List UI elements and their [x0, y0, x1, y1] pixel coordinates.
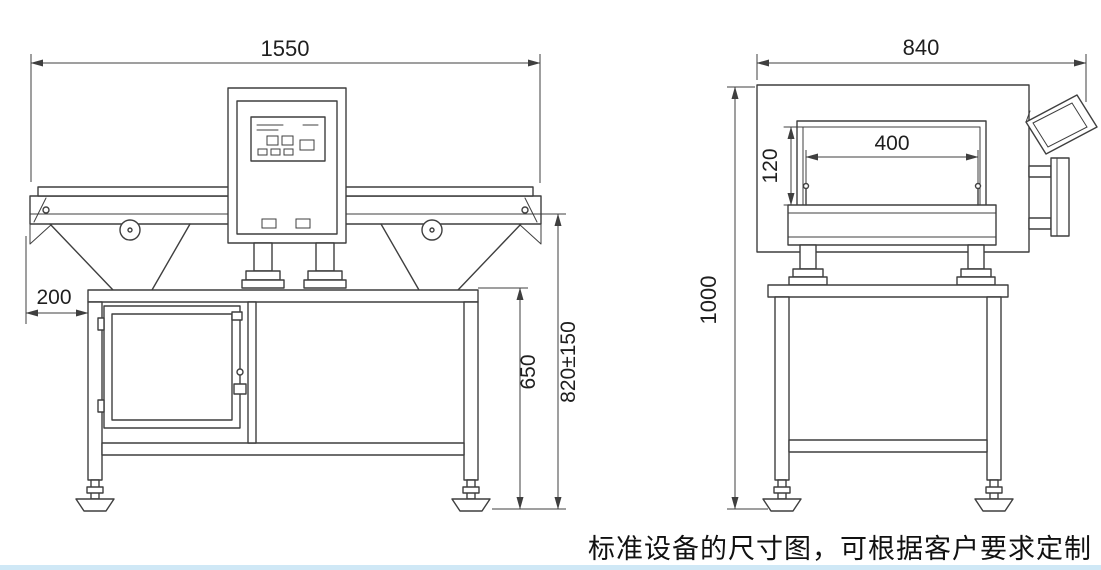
foot-pad: [75, 498, 115, 512]
front-belt-height-label: 820±150: [557, 321, 580, 403]
front-overall-width-dimension: 1550: [30, 36, 541, 183]
front-frame-height-dimension: 650: [478, 287, 566, 510]
caption-text: 标准设备的尺寸图，可根据客户要求定制: [588, 534, 1092, 564]
side-overall-height-label: 1000: [696, 276, 721, 325]
side-overall-height-dimension: 1000: [696, 86, 768, 510]
side-overall-width-dimension: 840: [756, 35, 1087, 102]
frame-side: [762, 284, 1014, 512]
front-frame-height-label: 650: [517, 354, 540, 389]
guide-pin-icon: [802, 182, 810, 190]
bolt-icon: [521, 206, 529, 214]
control-panel: [250, 116, 326, 162]
front-overall-width-label: 1550: [261, 36, 310, 61]
bolt-icon: [42, 206, 50, 214]
tunnel-height-dimension: 120: [759, 126, 795, 206]
foot-pad: [974, 498, 1014, 512]
bottom-strip: [0, 565, 1101, 570]
detector-head-front: [227, 87, 347, 289]
foot-pad: [451, 498, 491, 512]
front-infeed-label: 200: [36, 286, 71, 309]
front-infeed-dimension: 200: [25, 236, 89, 324]
conveyor-side: [787, 182, 997, 286]
front-view: 1550: [25, 36, 580, 512]
tunnel-width-dimension: 400: [805, 132, 979, 184]
door-handle: [233, 383, 247, 395]
hinge-icon: [97, 399, 105, 413]
frame-front: [75, 289, 491, 512]
foot-pad: [762, 498, 802, 512]
tunnel-width-label: 400: [874, 132, 909, 155]
side-control-panel: [1025, 94, 1098, 237]
side-overall-width-label: 840: [903, 35, 940, 60]
front-belt-height-dimension: 820±150: [541, 213, 580, 510]
tunnel-height-label: 120: [759, 148, 782, 183]
guide-pin-icon: [974, 182, 982, 190]
side-view: 840: [696, 35, 1098, 512]
hinge-icon: [97, 317, 105, 331]
